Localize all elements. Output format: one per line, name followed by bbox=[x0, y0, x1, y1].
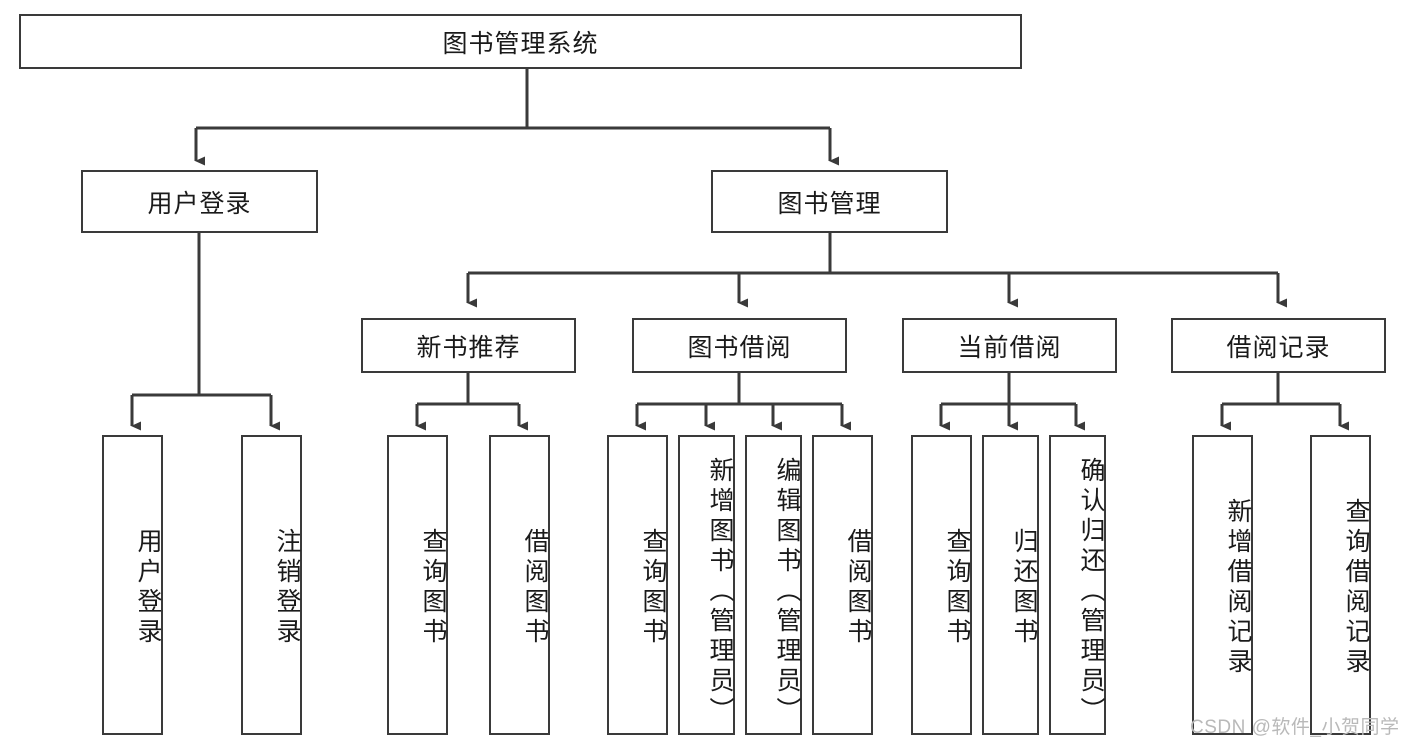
leaf-query-borrow-record[interactable]: 查询借阅记录 bbox=[1310, 435, 1371, 735]
leaf-query-book-current[interactable]: 查询图书 bbox=[911, 435, 972, 735]
leaf-add-borrow-record[interactable]: 新增借阅记录 bbox=[1192, 435, 1253, 735]
leaf-label: 查询图书 bbox=[943, 528, 971, 648]
leaf-label: 查询图书 bbox=[419, 528, 447, 648]
leaf-confirm-return-admin[interactable]: 确认归还（管理员） bbox=[1049, 435, 1106, 735]
node-root-library-management-system[interactable]: 图书管理系统 bbox=[19, 14, 1022, 69]
leaf-label: 编辑图书（管理员） bbox=[773, 457, 801, 727]
leaf-edit-book-admin[interactable]: 编辑图书（管理员） bbox=[745, 435, 802, 735]
node-new-book-recommend[interactable]: 新书推荐 bbox=[361, 318, 576, 373]
node-book-borrow[interactable]: 图书借阅 bbox=[632, 318, 847, 373]
leaf-label: 借阅图书 bbox=[521, 528, 549, 648]
leaf-label: 查询图书 bbox=[639, 528, 667, 648]
leaf-return-book[interactable]: 归还图书 bbox=[982, 435, 1039, 735]
node-borrow-record[interactable]: 借阅记录 bbox=[1171, 318, 1386, 373]
leaf-user-login[interactable]: 用户登录 bbox=[102, 435, 163, 735]
node-book-management[interactable]: 图书管理 bbox=[711, 170, 948, 233]
leaf-borrow-book-recommend[interactable]: 借阅图书 bbox=[489, 435, 550, 735]
watermark-text: CSDN @软件_小贺同学 bbox=[1190, 717, 1400, 738]
leaf-label: 归还图书 bbox=[1010, 528, 1038, 648]
leaf-borrow-book[interactable]: 借阅图书 bbox=[812, 435, 873, 735]
node-user-login[interactable]: 用户登录 bbox=[81, 170, 318, 233]
leaf-label: 用户登录 bbox=[134, 528, 162, 648]
leaf-add-book-admin[interactable]: 新增图书（管理员） bbox=[678, 435, 735, 735]
leaf-label: 新增借阅记录 bbox=[1224, 498, 1252, 678]
leaf-query-book-borrow[interactable]: 查询图书 bbox=[607, 435, 668, 735]
leaf-logout-login[interactable]: 注销登录 bbox=[241, 435, 302, 735]
node-current-borrow[interactable]: 当前借阅 bbox=[902, 318, 1117, 373]
leaf-label: 注销登录 bbox=[273, 528, 301, 648]
leaf-query-book-recommend[interactable]: 查询图书 bbox=[387, 435, 448, 735]
leaf-label: 新增图书（管理员） bbox=[706, 457, 734, 727]
leaf-label: 查询借阅记录 bbox=[1342, 498, 1370, 678]
leaf-label: 借阅图书 bbox=[844, 528, 872, 648]
leaf-label: 确认归还（管理员） bbox=[1077, 457, 1105, 727]
